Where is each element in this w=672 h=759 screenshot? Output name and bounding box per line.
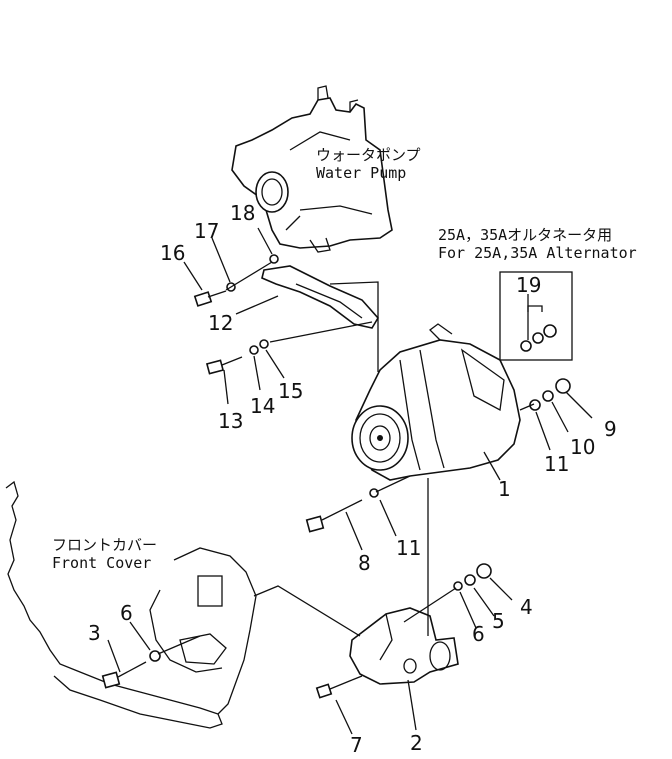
nut-19 — [543, 324, 557, 338]
front-cover — [5, 480, 257, 729]
washer-19a — [520, 340, 532, 352]
water-pump — [231, 85, 393, 253]
callout-1: 1 — [498, 477, 511, 501]
bolt-3 — [101, 661, 147, 689]
washer-19b — [532, 332, 544, 344]
callout-10: 10 — [570, 435, 595, 459]
bolt-8 — [305, 499, 363, 533]
callout-8: 8 — [358, 551, 371, 575]
water-pump-label-jp: ウォータポンプ — [316, 146, 421, 164]
callout-13: 13 — [218, 409, 243, 433]
nut-4 — [476, 563, 492, 579]
bolt-7 — [315, 679, 353, 699]
mounting-bracket-2 — [349, 607, 459, 685]
washer-10 — [542, 390, 554, 402]
washer-14 — [249, 345, 259, 355]
washer-11-right — [529, 399, 541, 411]
callout-9: 9 — [604, 417, 617, 441]
front-cover-label-en: Front Cover — [52, 554, 151, 572]
leader-lines — [107, 227, 593, 735]
alternator-note-en: For 25A,35A Alternator — [438, 244, 637, 262]
callout-16: 16 — [160, 241, 185, 265]
washer-11-left — [369, 488, 379, 498]
water-pump-label-en: Water Pump — [316, 164, 406, 182]
callout-11-left: 11 — [396, 536, 421, 560]
alternator — [351, 323, 521, 481]
callout-18: 18 — [230, 201, 255, 225]
callout-4: 4 — [520, 595, 533, 619]
bolt-16 — [193, 290, 227, 307]
callout-6-left: 6 — [120, 601, 133, 625]
callout-2: 2 — [410, 731, 423, 754]
washer-18 — [269, 254, 279, 264]
washer-5 — [464, 574, 476, 586]
adjust-bracket-12 — [261, 265, 379, 329]
callout-14: 14 — [250, 394, 275, 418]
nut-9 — [555, 378, 571, 394]
bolt-13 — [205, 356, 243, 375]
callout-12: 12 — [208, 311, 233, 335]
callout-5: 5 — [492, 609, 505, 633]
front-cover-label-jp: フロントカバー — [52, 536, 157, 554]
washer-15 — [259, 339, 269, 349]
alternator-note-jp: 25A，35Aオルタネータ用 — [438, 226, 612, 244]
callout-6-right: 6 — [472, 622, 485, 646]
callout-7: 7 — [350, 733, 363, 754]
callout-17: 17 — [194, 219, 219, 243]
group-19-box — [499, 271, 573, 361]
callout-3: 3 — [88, 621, 101, 645]
callout-11-right: 11 — [544, 452, 569, 476]
callout-15: 15 — [278, 379, 303, 403]
washer-6-left — [149, 650, 161, 662]
callout-19: 19 — [516, 273, 541, 297]
